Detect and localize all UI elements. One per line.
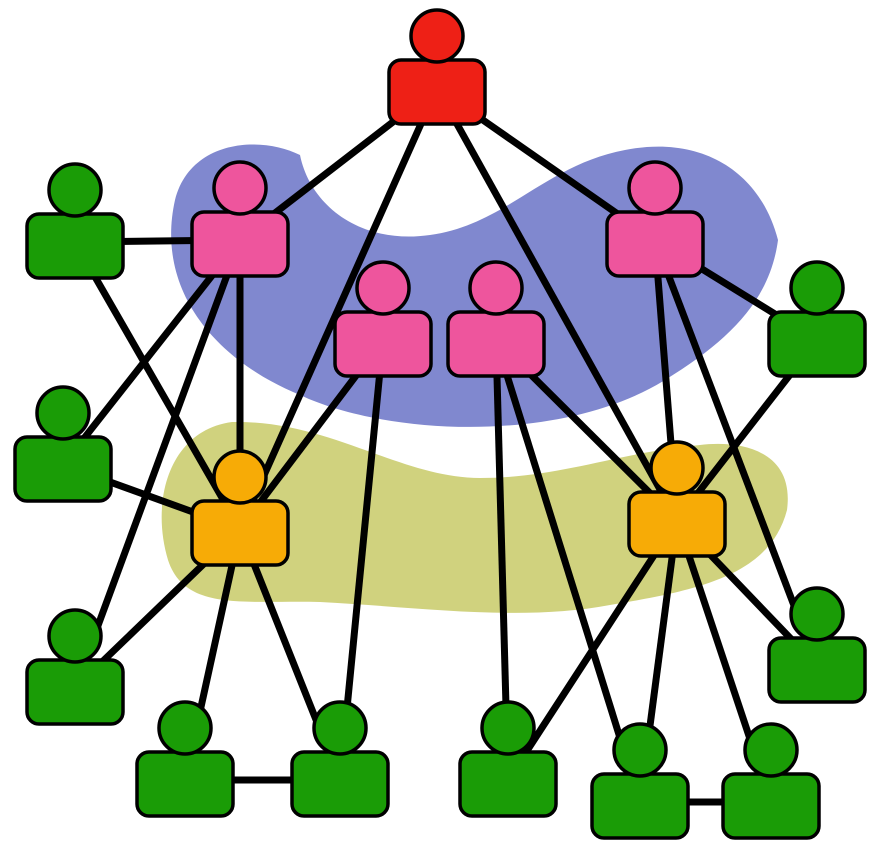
edge-n0-o2 [433, 86, 681, 522]
person-green-5-body [135, 750, 235, 818]
person-green-4 [25, 608, 125, 726]
person-green-1-body [25, 212, 125, 280]
person-pink-1-body [190, 210, 290, 278]
person-green-5 [135, 700, 235, 818]
person-pink-3-body [446, 310, 546, 378]
person-green-9-body [721, 772, 821, 840]
person-pink-2-body [333, 310, 433, 378]
edge-o2-g7 [505, 518, 680, 782]
person-green-1 [25, 162, 125, 280]
person-orange-2-head [649, 440, 705, 496]
person-green-7 [458, 700, 558, 818]
person-green-4-body [25, 658, 125, 726]
person-green-8-body [590, 772, 690, 840]
person-leader-head [409, 8, 465, 64]
person-green-7-body [458, 750, 558, 818]
person-green-3 [767, 260, 867, 378]
person-green-7-head [480, 700, 536, 756]
person-pink-4 [605, 160, 705, 278]
person-green-5-head [157, 700, 213, 756]
person-green-10 [767, 586, 867, 704]
person-green-6 [290, 700, 390, 818]
person-pink-3 [446, 260, 546, 378]
person-green-2 [13, 385, 113, 503]
edge-p3-g8 [492, 338, 644, 804]
person-green-3-head [789, 260, 845, 316]
edge-p4-g10 [651, 238, 821, 668]
person-pink-3-head [468, 260, 524, 316]
edge-n0-o1 [236, 86, 441, 531]
edge-g1-o1 [71, 240, 244, 531]
person-orange-2-body [627, 490, 727, 558]
person-pink-4-body [605, 210, 705, 278]
person-orange-1-head [212, 449, 268, 505]
person-green-6-head [312, 700, 368, 756]
person-pink-2 [333, 260, 433, 378]
person-pink-1-head [212, 160, 268, 216]
person-orange-1 [190, 449, 290, 567]
person-green-3-body [767, 310, 867, 378]
nodes-layer [13, 8, 867, 840]
person-green-9-head [743, 722, 799, 778]
person-green-1-head [47, 162, 103, 218]
person-green-8 [590, 722, 690, 840]
person-green-4-head [47, 608, 103, 664]
person-green-6-body [290, 750, 390, 818]
person-green-2-body [13, 435, 113, 503]
person-green-10-body [767, 636, 867, 704]
person-green-10-head [789, 586, 845, 642]
person-leader [387, 8, 487, 126]
person-green-2-head [35, 385, 91, 441]
person-orange-1-body [190, 499, 290, 567]
person-green-9 [721, 722, 821, 840]
edge-p1-g4 [71, 238, 244, 690]
person-green-8-head [612, 722, 668, 778]
person-pink-4-head [627, 160, 683, 216]
person-leader-body [387, 58, 487, 126]
person-pink-1 [190, 160, 290, 278]
person-pink-2-head [355, 260, 411, 316]
person-orange-2 [627, 440, 727, 558]
